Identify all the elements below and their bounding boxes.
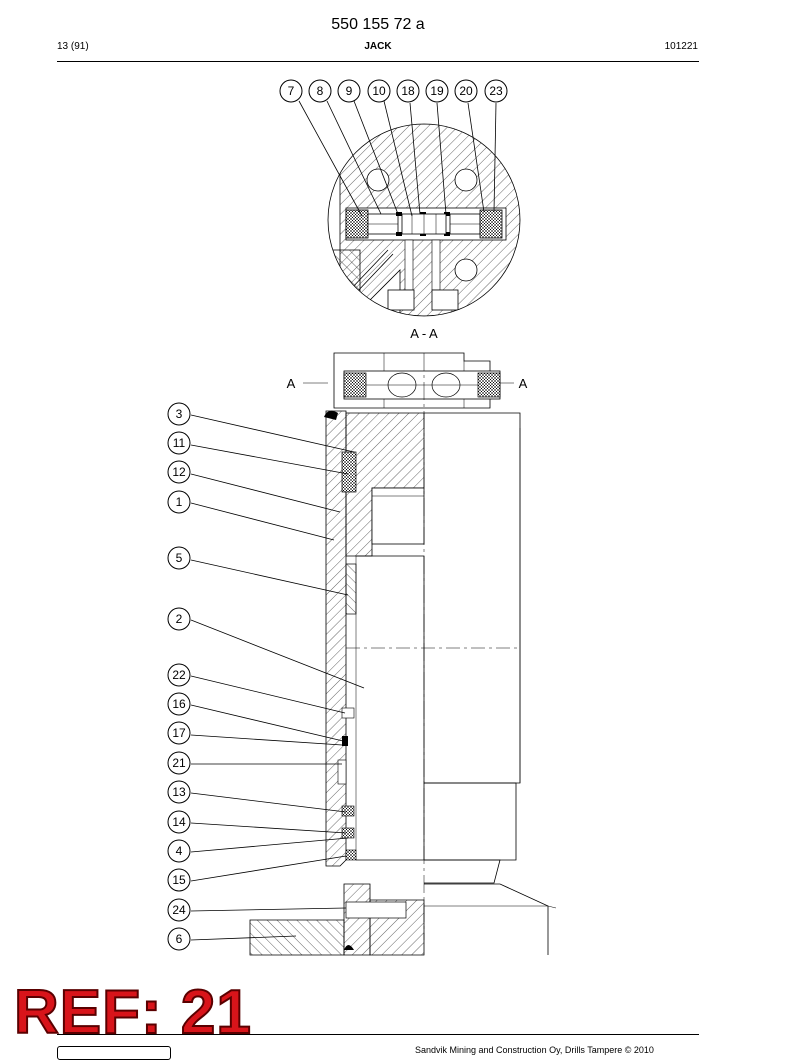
svg-text:2: 2 xyxy=(176,612,183,626)
callout-17: 17 xyxy=(167,721,191,745)
svg-text:18: 18 xyxy=(401,84,415,98)
callout-24: 24 xyxy=(167,898,191,922)
callout-22: 22 xyxy=(167,663,191,687)
callout-6: 6 xyxy=(167,927,191,951)
callout-20: 20 xyxy=(454,79,478,103)
svg-text:13: 13 xyxy=(172,785,186,799)
date-code: 101221 xyxy=(664,41,698,52)
callout-11: 11 xyxy=(167,431,191,455)
header-divider xyxy=(57,61,699,62)
svg-text:3: 3 xyxy=(176,407,183,421)
svg-text:7: 7 xyxy=(288,84,295,98)
svg-text:6: 6 xyxy=(176,932,183,946)
footer-copyright: Sandvik Mining and Construction Oy, Dril… xyxy=(415,1045,654,1055)
callout-16: 16 xyxy=(167,692,191,716)
footer-divider xyxy=(57,1034,699,1035)
section-detail xyxy=(327,123,521,317)
callout-23: 23 xyxy=(484,79,508,103)
page-number: 13 (91) xyxy=(57,41,89,52)
svg-text:24: 24 xyxy=(172,903,186,917)
callout-19: 19 xyxy=(425,79,449,103)
callout-10: 10 xyxy=(367,79,391,103)
svg-text:16: 16 xyxy=(172,697,186,711)
svg-text:17: 17 xyxy=(172,726,186,740)
callout-9: 9 xyxy=(337,79,361,103)
callout-13: 13 xyxy=(167,780,191,804)
svg-text:21: 21 xyxy=(172,756,186,770)
callout-3: 3 xyxy=(167,402,191,426)
svg-text:11: 11 xyxy=(173,436,186,450)
callout-7: 7 xyxy=(279,79,303,103)
callout-15: 15 xyxy=(167,868,191,892)
jack-main-view: A A xyxy=(249,352,557,956)
page-title: JACK xyxy=(364,41,392,52)
callout-18: 18 xyxy=(396,79,420,103)
svg-text:1: 1 xyxy=(176,495,183,509)
callout-5: 5 xyxy=(167,546,191,570)
svg-text:23: 23 xyxy=(489,84,503,98)
detail-leaders xyxy=(298,100,497,217)
svg-text:4: 4 xyxy=(176,844,183,858)
svg-text:5: 5 xyxy=(176,551,183,565)
svg-text:14: 14 xyxy=(172,815,186,829)
section-label: A - A xyxy=(410,326,438,341)
detail-callouts: 7 8 9 10 18 19 20 23 xyxy=(279,79,508,103)
callout-12: 12 xyxy=(167,460,191,484)
callout-14: 14 xyxy=(167,810,191,834)
ref-stamp: REF: 21 xyxy=(13,978,252,1047)
cut-marker-left: A xyxy=(287,376,296,391)
cut-marker-right: A xyxy=(519,376,528,391)
svg-text:9: 9 xyxy=(346,84,353,98)
callout-2: 2 xyxy=(167,607,191,631)
svg-text:22: 22 xyxy=(172,668,186,682)
svg-text:10: 10 xyxy=(372,84,386,98)
sandvik-logo xyxy=(57,1046,171,1060)
side-leaders xyxy=(190,414,365,941)
svg-text:15: 15 xyxy=(172,873,186,887)
side-callouts: 3 11 12 1 5 2 22 16 17 21 13 14 4 15 24 … xyxy=(167,402,191,951)
svg-text:19: 19 xyxy=(430,84,444,98)
document-number: 550 155 72 a xyxy=(331,16,425,33)
callout-21: 21 xyxy=(167,751,191,775)
svg-text:12: 12 xyxy=(172,465,186,479)
callout-1: 1 xyxy=(167,490,191,514)
svg-text:20: 20 xyxy=(459,84,473,98)
svg-text:8: 8 xyxy=(317,84,324,98)
callout-8: 8 xyxy=(308,79,332,103)
callout-4: 4 xyxy=(167,839,191,863)
